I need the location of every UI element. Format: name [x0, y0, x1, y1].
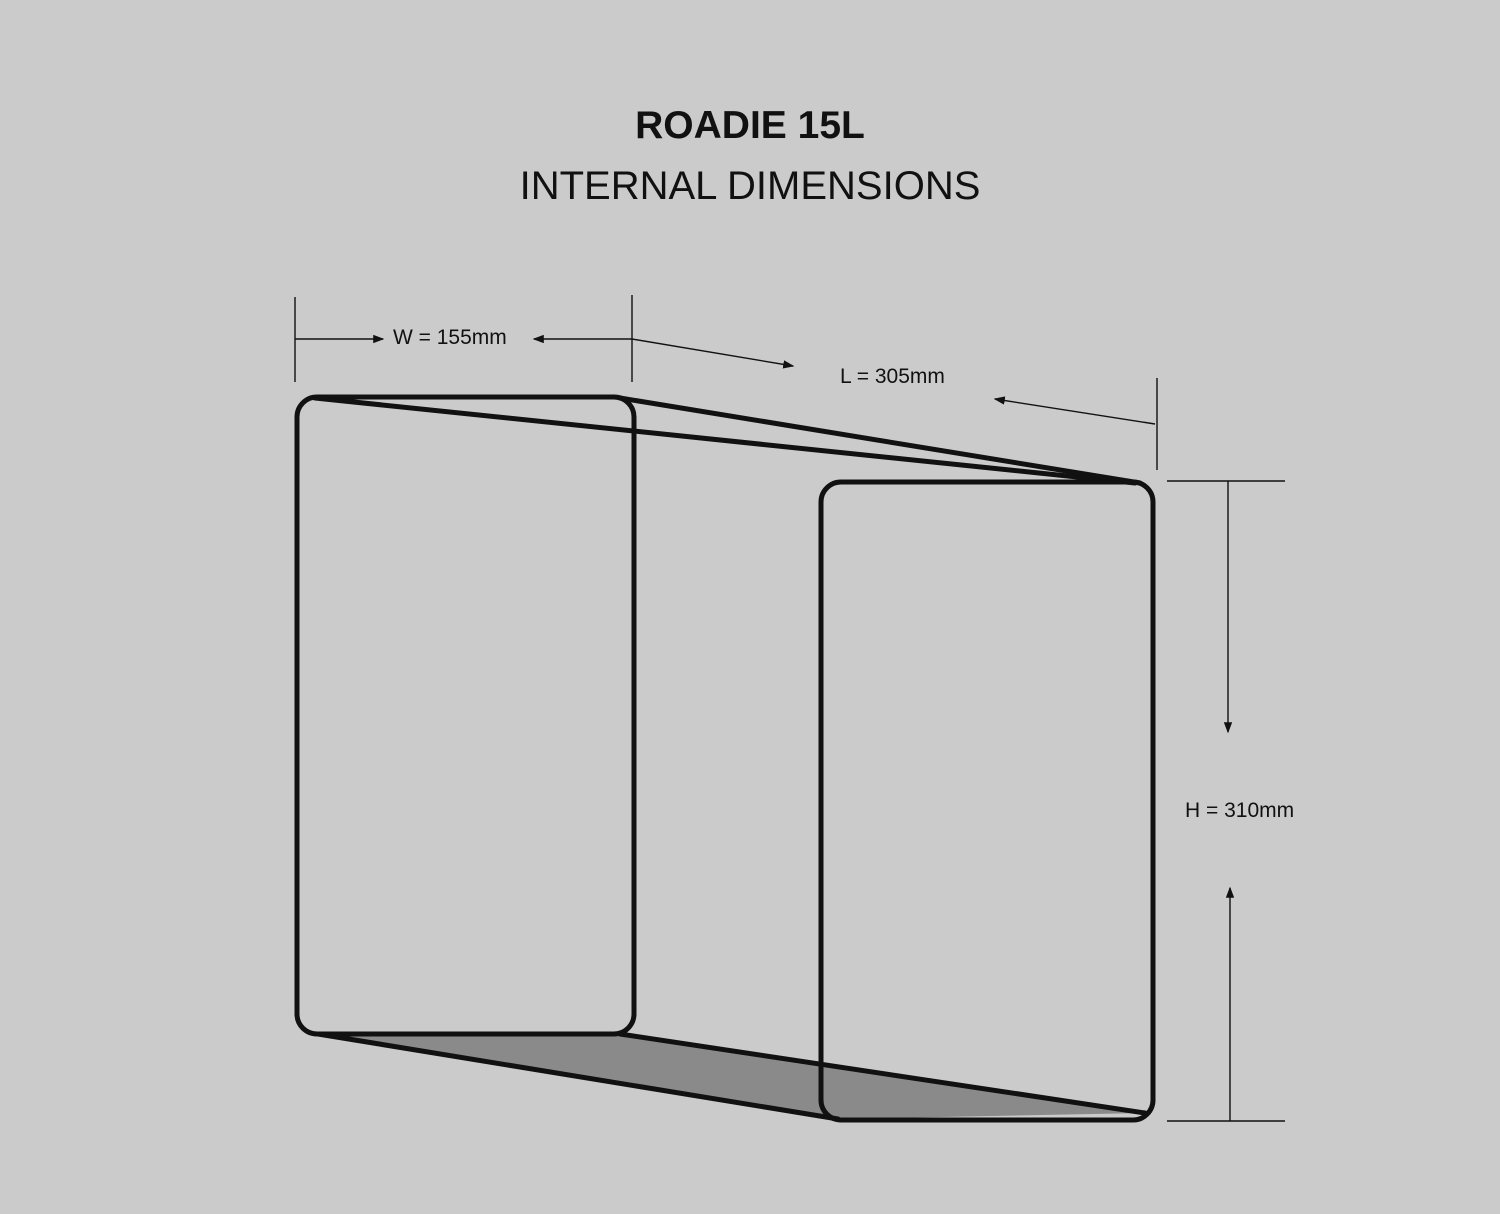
box-front-face	[818, 479, 1156, 1123]
height-label: H = 310mm	[1185, 799, 1295, 822]
box-bottom-edge-left	[315, 1031, 841, 1122]
width-label: W = 155mm	[393, 326, 507, 349]
box-floor	[318, 1034, 1145, 1119]
length-arrow-end	[993, 396, 1156, 425]
box-bottom-edge-right	[617, 1031, 1148, 1116]
box-top-edge-right	[617, 395, 1143, 486]
box-back-face	[294, 394, 637, 1037]
length-label: L = 305mm	[840, 365, 945, 388]
box-top-edge-left	[312, 395, 1138, 486]
length-arrow-start	[631, 338, 795, 369]
diagram-title: ROADIE 15L	[635, 104, 865, 147]
diagram-subtitle: INTERNAL DIMENSIONS	[519, 164, 981, 208]
